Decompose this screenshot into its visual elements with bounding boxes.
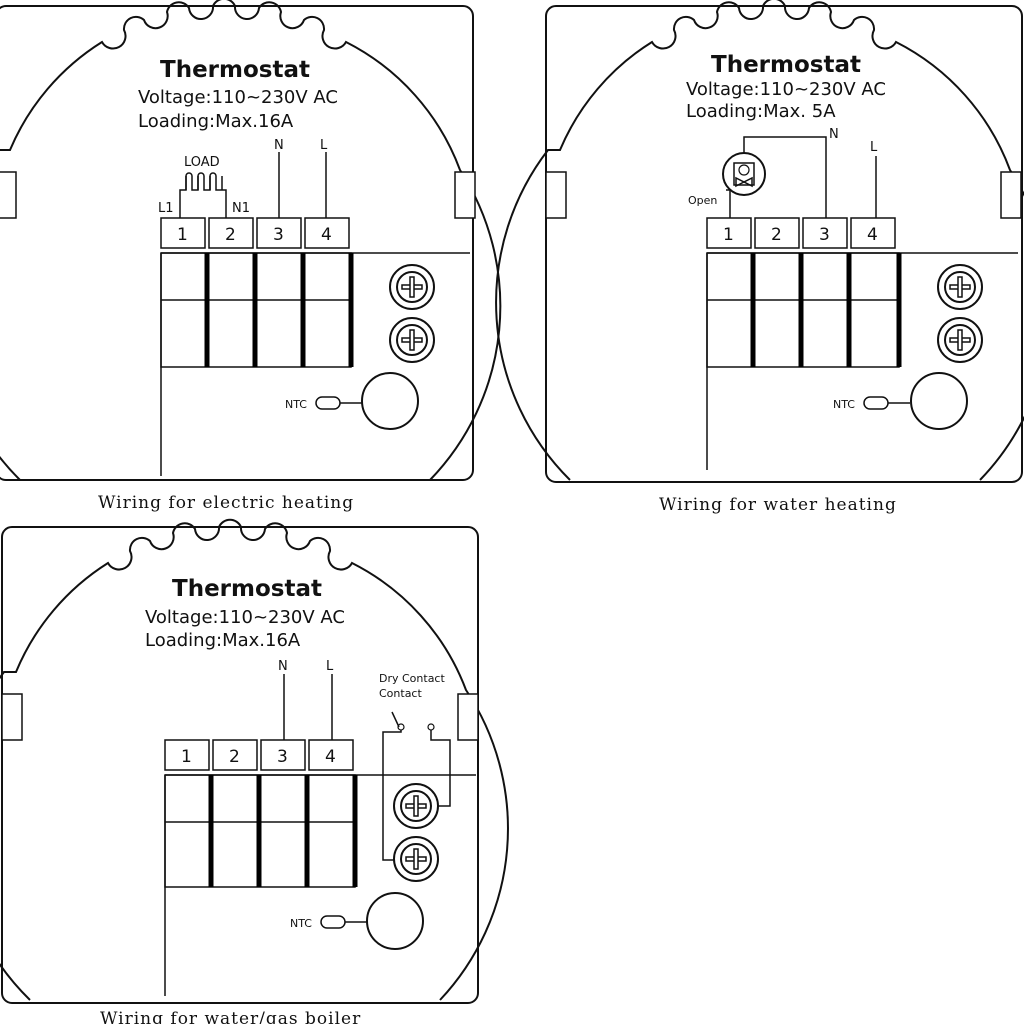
terminal-label-3: 3: [277, 747, 288, 767]
left-tab: [545, 171, 567, 219]
label-contact: Contact: [379, 687, 422, 700]
terminal-label-4: 4: [867, 225, 878, 245]
screw-icon: [389, 264, 435, 310]
label-l: L: [326, 659, 334, 674]
terminal-2: [208, 217, 254, 249]
terminal-label-2: 2: [225, 225, 236, 245]
terminal-1: [706, 217, 752, 249]
screw-icon: [937, 264, 983, 310]
panel-title: Thermostat: [160, 57, 310, 83]
ntc-sensor-circle: [910, 372, 968, 430]
panel-title: Thermostat: [711, 52, 861, 78]
terminal-label-4: 4: [325, 747, 336, 767]
voltage-spec: Voltage:110~230V AC: [686, 79, 886, 100]
label-n1: N1: [232, 201, 250, 216]
loading-spec: Loading:Max.16A: [145, 630, 301, 651]
terminal-label-1: 1: [723, 225, 734, 245]
screw-icon: [393, 783, 439, 829]
ntc-probe: [863, 396, 889, 410]
panel-water-gas-boiler: Thermostat Voltage:110~230V AC Loading:M…: [0, 518, 509, 1024]
terminal-2: [212, 739, 258, 771]
terminal-2: [754, 217, 800, 249]
screw-icon: [393, 836, 439, 882]
label-l1: L1: [158, 201, 174, 216]
ntc-probe: [320, 915, 346, 929]
screw-icon: [389, 317, 435, 363]
terminal-label-1: 1: [177, 225, 188, 245]
label-dry-contact: Dry Contact: [379, 672, 445, 685]
terminal-3: [256, 217, 302, 249]
label-l: L: [320, 138, 328, 153]
terminal-4: [850, 217, 896, 249]
label-load: LOAD: [184, 155, 220, 170]
voltage-spec: Voltage:110~230V AC: [138, 87, 338, 108]
screw-icon: [937, 317, 983, 363]
terminal-1: [164, 739, 210, 771]
label-n: N: [274, 138, 284, 153]
terminal-4: [304, 217, 350, 249]
panel-title: Thermostat: [172, 576, 322, 602]
terminal-4: [308, 739, 354, 771]
terminal-label-3: 3: [819, 225, 830, 245]
load-coil: [179, 172, 227, 218]
panel-electric-heating: Thermostat Voltage:110~230V AC Loading:M…: [0, 0, 502, 513]
caption: Wiring for water/gas boiler: [100, 1009, 361, 1024]
label-ntc: NTC: [285, 398, 307, 411]
caption: Wiring for water heating: [659, 495, 897, 515]
terminal-label-2: 2: [229, 747, 240, 767]
round-outline: [0, 518, 509, 1001]
terminal-3: [260, 739, 306, 771]
label-ntc: NTC: [833, 398, 855, 411]
right-tab: [457, 693, 479, 741]
terminal-label-1: 1: [181, 747, 192, 767]
right-tab: [1000, 171, 1022, 219]
loading-spec: Loading:Max.16A: [138, 111, 294, 132]
caption: Wiring for electric heating: [98, 493, 354, 513]
ntc-sensor-circle: [366, 892, 424, 950]
label-ntc: NTC: [290, 917, 312, 930]
round-outline: [0, 0, 502, 481]
ntc-sensor-circle: [361, 372, 419, 430]
right-tab: [454, 171, 476, 219]
label-n: N: [829, 127, 839, 142]
loading-spec: Loading:Max. 5A: [686, 101, 836, 122]
label-l: L: [870, 140, 878, 155]
left-tab: [1, 693, 23, 741]
terminal-label-3: 3: [273, 225, 284, 245]
terminal-3: [802, 217, 848, 249]
label-open: Open: [688, 194, 717, 207]
panel-water-heating: Thermostat Voltage:110~230V AC Loading:M…: [495, 0, 1024, 515]
label-n: N: [278, 659, 288, 674]
round-outline: [495, 0, 1024, 481]
terminal-label-2: 2: [771, 225, 782, 245]
terminal-label-4: 4: [321, 225, 332, 245]
terminal-1: [160, 217, 206, 249]
voltage-spec: Voltage:110~230V AC: [145, 607, 345, 628]
ntc-probe: [315, 396, 341, 410]
left-tab: [0, 171, 17, 219]
